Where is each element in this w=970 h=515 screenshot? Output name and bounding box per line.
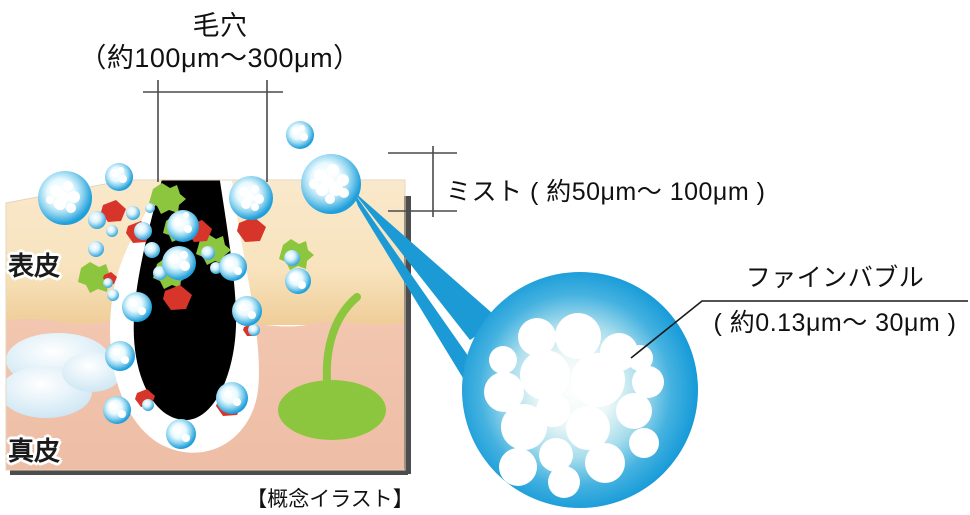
block-bottom-shadow <box>10 468 408 475</box>
micro-bubbles <box>88 203 300 411</box>
magnified-fine-bubble-cluster <box>462 272 698 508</box>
skin-cross-section-block <box>5 179 411 475</box>
epidermis-label: 表皮 <box>8 251 61 281</box>
fine-bubbles-in-skin <box>38 121 314 449</box>
block-right-shadow <box>403 196 411 474</box>
dermis-label: 真皮 <box>8 436 61 466</box>
sebaceous-gland <box>6 333 122 418</box>
figure-caption: 【概念イラスト】 <box>246 488 414 511</box>
magnifier-connector-2 <box>352 190 500 340</box>
pore-size-label: （約100μm〜300μm） <box>79 43 361 73</box>
block-outline <box>5 179 406 471</box>
mist-label: ミスト ( 約50μm〜 100μm ) <box>446 178 766 206</box>
pore-bracket <box>143 80 283 182</box>
fine-bubble-title: ファインバブル <box>745 264 925 292</box>
mist-bubble <box>301 154 361 214</box>
fine-bubble-size-label: ( 約0.13μm〜 30μm ) <box>713 309 957 337</box>
measure-guides <box>143 80 457 217</box>
surface-bubbles <box>38 121 314 225</box>
sweat-gland <box>278 293 386 440</box>
mist-bracket <box>388 146 457 217</box>
pore-title: 毛穴 <box>192 11 248 41</box>
fine-bubble-leader <box>630 300 968 359</box>
